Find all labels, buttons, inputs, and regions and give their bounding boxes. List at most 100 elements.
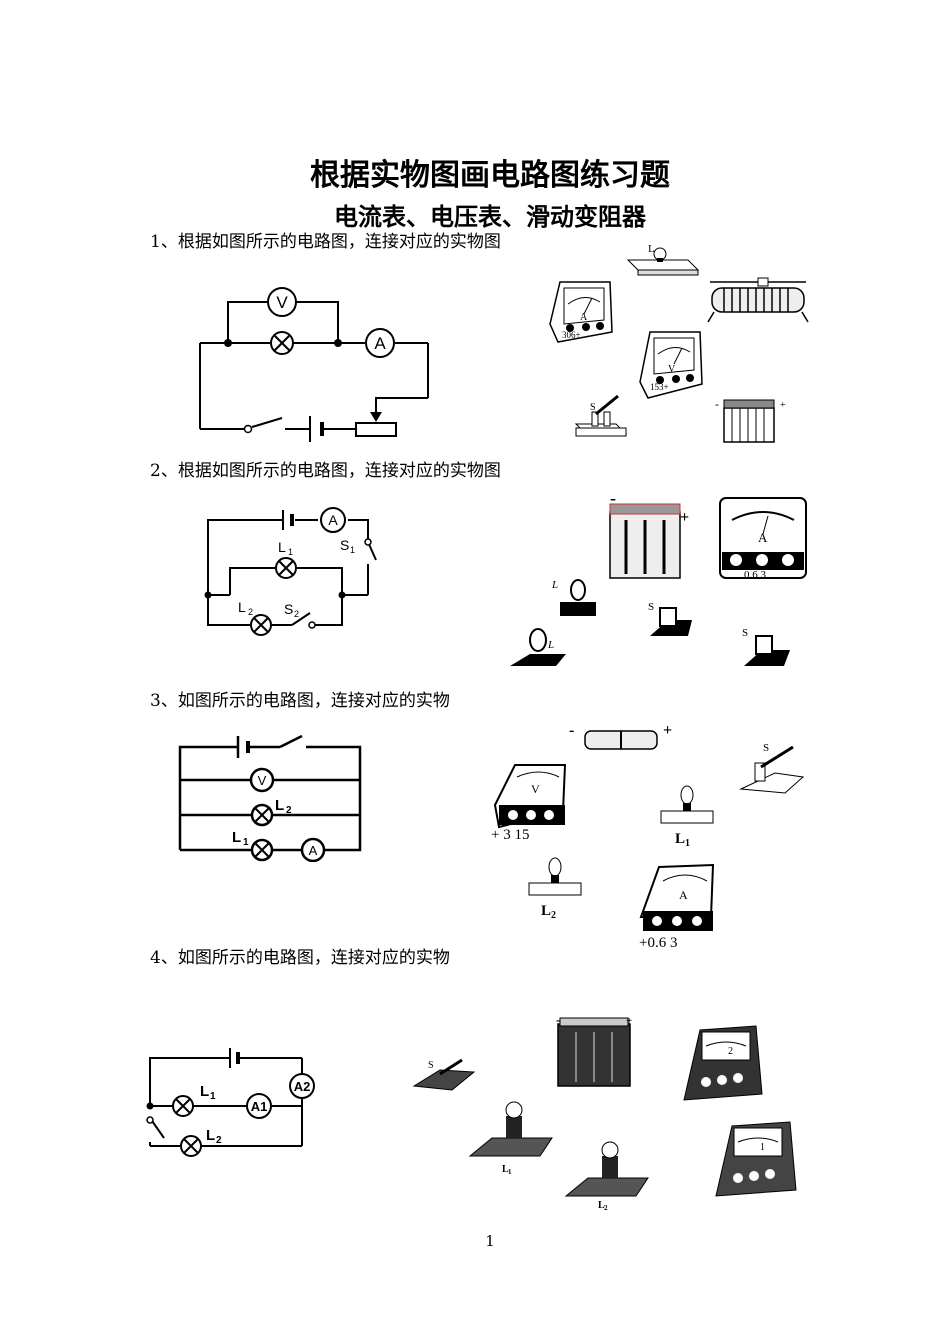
svg-text:L: L <box>200 1083 209 1100</box>
svg-text:L: L <box>598 1200 605 1211</box>
ammeter-a2-picture: 2 <box>683 1025 763 1101</box>
svg-text:153+: 153+ <box>650 382 669 392</box>
svg-text:L: L <box>675 831 685 847</box>
svg-text:V: V <box>258 773 267 788</box>
svg-text:+ 3 15: + 3 15 <box>491 827 529 843</box>
svg-text:2: 2 <box>294 609 299 619</box>
svg-text:2: 2 <box>248 607 253 617</box>
svg-text:L: L <box>551 579 558 591</box>
ammeter-picture: A +0.6 3 <box>639 863 715 951</box>
svg-text:1: 1 <box>760 1142 765 1153</box>
svg-text:V: V <box>531 782 540 796</box>
svg-text:L: L <box>238 599 246 615</box>
svg-text:1: 1 <box>350 545 355 555</box>
page-subtitle: 电流表、电压表、滑动变阻器 <box>334 203 646 231</box>
battery-picture: - + <box>609 490 689 579</box>
svg-text:A1: A1 <box>251 1099 268 1114</box>
svg-text:L: L <box>232 829 241 846</box>
voltmeter-picture: V 153+ <box>639 331 703 399</box>
ammeter-a1-picture: 1 <box>715 1121 797 1197</box>
svg-text:A: A <box>328 512 338 528</box>
lamp-l2-picture: L <box>551 579 596 616</box>
svg-text:S: S <box>284 601 293 617</box>
svg-text:L: L <box>502 1164 509 1175</box>
q1-circuit-diagram: V A <box>199 287 429 442</box>
svg-text:S: S <box>428 1060 434 1071</box>
voltmeter-icon <box>267 287 297 317</box>
svg-text:1: 1 <box>288 547 293 557</box>
svg-text:1: 1 <box>685 838 690 849</box>
svg-text:S: S <box>648 601 654 613</box>
svg-text:1: 1 <box>210 1091 216 1102</box>
svg-text:2: 2 <box>728 1046 733 1057</box>
switch-picture: S <box>739 742 805 794</box>
battery-picture: - + <box>715 397 786 443</box>
question-3-text: 3、如图所示的电路图，连接对应的实物 <box>150 691 450 711</box>
svg-text:-: - <box>556 1012 560 1027</box>
svg-text:S: S <box>742 627 748 639</box>
battery-picture: - + <box>569 722 672 750</box>
question-4-text: 4、如图所示的电路图，连接对应的实物 <box>150 948 450 968</box>
page-number: 1 <box>485 1232 495 1250</box>
svg-text:S: S <box>340 537 349 553</box>
svg-text:+: + <box>663 722 672 739</box>
svg-text:-: - <box>569 722 574 739</box>
ammeter-picture: A 306+ <box>549 281 613 343</box>
svg-text:S: S <box>763 742 769 754</box>
lamp-l1-picture: L <box>510 628 566 666</box>
lamp-board-picture: L <box>626 243 700 276</box>
svg-text:+0.6 3: +0.6 3 <box>639 935 677 951</box>
svg-text:+: + <box>780 400 786 411</box>
ammeter-picture: A 0.6 3 <box>719 497 807 581</box>
switch-picture: S <box>412 1058 476 1091</box>
svg-text:A: A <box>580 312 588 323</box>
svg-text:A: A <box>309 843 318 858</box>
svg-text:L: L <box>541 903 551 919</box>
question-1-text: 1、根据如图所示的电路图，连接对应的实物图 <box>150 232 501 252</box>
svg-text:L: L <box>275 797 284 814</box>
svg-text:2: 2 <box>604 1204 608 1212</box>
svg-text:V: V <box>668 364 676 375</box>
ammeter-icon <box>365 328 395 358</box>
voltmeter-label: V <box>276 293 288 312</box>
q1-component-pictures: L A 306+ V 153+ <box>549 243 809 443</box>
voltmeter-picture: V + 3 15 <box>491 764 567 843</box>
svg-text:-: - <box>715 397 719 411</box>
svg-text:S: S <box>590 402 596 413</box>
switch-s2-picture: S <box>648 601 692 636</box>
ammeter-label: A <box>374 334 386 353</box>
svg-text:L: L <box>648 243 655 255</box>
svg-text:306+: 306+ <box>562 330 581 340</box>
switch-picture: S <box>574 394 628 437</box>
svg-text:A: A <box>679 888 688 902</box>
svg-text:L: L <box>206 1127 215 1144</box>
svg-text:L: L <box>278 539 286 555</box>
svg-text:2: 2 <box>551 910 556 921</box>
svg-text:2: 2 <box>286 805 292 816</box>
page-title: 根据实物图画电路图练习题 <box>310 158 670 193</box>
switch-s1-picture: S <box>742 627 790 666</box>
svg-text:-: - <box>610 490 616 508</box>
svg-text:A: A <box>758 530 768 545</box>
question-2-text: 2、根据如图所示的电路图，连接对应的实物图 <box>150 461 501 481</box>
svg-text:L: L <box>547 639 554 651</box>
battery-picture: - + <box>556 1012 632 1087</box>
svg-text:2: 2 <box>216 1135 222 1146</box>
svg-text:+: + <box>680 509 689 526</box>
svg-text:1: 1 <box>508 1168 512 1176</box>
rheostat-picture <box>707 277 809 323</box>
svg-text:1: 1 <box>243 837 249 848</box>
svg-text:+: + <box>626 1015 632 1027</box>
q2-component-pictures: - + A 0.6 3 L L S S <box>510 490 807 666</box>
svg-text:A2: A2 <box>294 1079 311 1094</box>
svg-text:0.6 3: 0.6 3 <box>744 569 767 581</box>
